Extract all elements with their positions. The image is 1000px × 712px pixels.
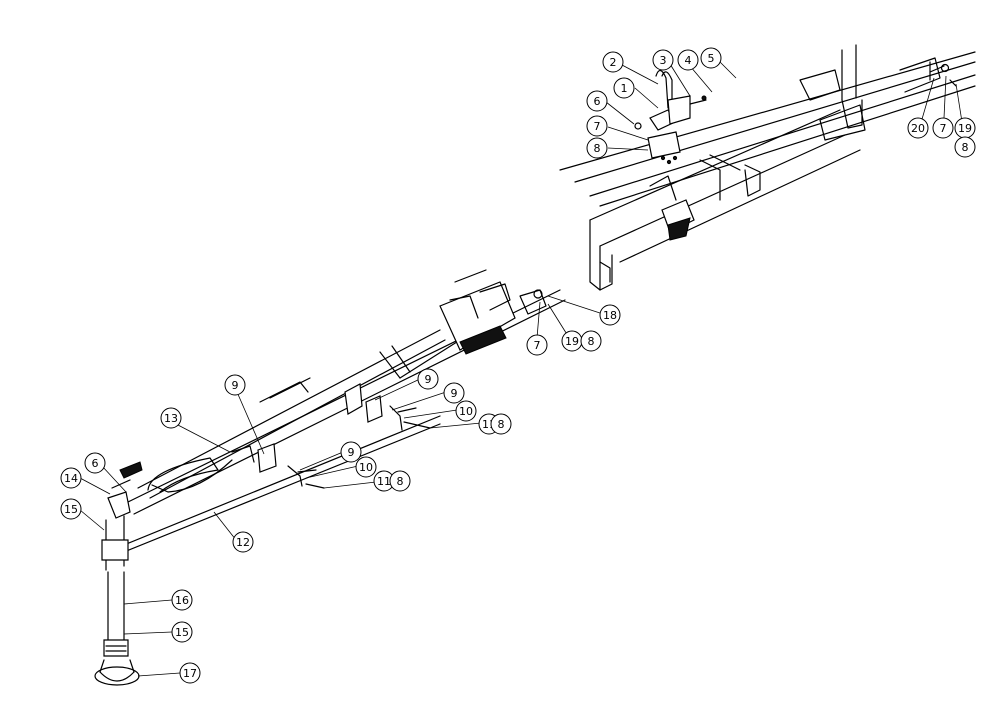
svg-text:19: 19 bbox=[565, 335, 579, 348]
callout-6-left: 6 bbox=[84, 452, 106, 474]
svg-text:9: 9 bbox=[451, 387, 458, 400]
svg-text:11: 11 bbox=[377, 475, 391, 488]
callout-9-b: 9 bbox=[417, 368, 439, 390]
svg-text:16: 16 bbox=[175, 594, 189, 607]
callout-7-mid: 7 bbox=[526, 334, 548, 356]
callout-15-lower: 15 bbox=[171, 621, 193, 643]
callout-20: 20 bbox=[907, 117, 929, 139]
callout-9-c: 9 bbox=[443, 382, 465, 404]
svg-text:4: 4 bbox=[685, 54, 692, 67]
svg-text:13: 13 bbox=[164, 412, 178, 425]
callout-8-mid: 8 bbox=[580, 330, 602, 352]
svg-text:8: 8 bbox=[594, 142, 601, 155]
callout-19-right: 19 bbox=[954, 117, 976, 139]
callout-7-right: 7 bbox=[932, 117, 954, 139]
callout-7-top: 7 bbox=[586, 115, 608, 137]
callout-15-upper: 15 bbox=[60, 498, 82, 520]
callout-1: 1 bbox=[613, 77, 635, 99]
svg-text:7: 7 bbox=[534, 339, 541, 352]
callout-3: 3 bbox=[652, 49, 674, 71]
callout-6-top: 6 bbox=[586, 90, 608, 112]
callouts: 1 2 3 4 5 6 7 8 20 7 19 8 18 7 19 8 9 9 … bbox=[60, 47, 976, 684]
standpipe-assembly bbox=[94, 415, 441, 686]
callout-8-right: 8 bbox=[954, 136, 976, 158]
svg-text:10: 10 bbox=[459, 405, 473, 418]
svg-text:7: 7 bbox=[940, 122, 947, 135]
svg-text:3: 3 bbox=[660, 54, 667, 67]
svg-text:6: 6 bbox=[92, 457, 99, 470]
callout-18: 18 bbox=[599, 304, 621, 326]
svg-text:8: 8 bbox=[588, 335, 595, 348]
callout-17: 17 bbox=[179, 662, 201, 684]
boom-frame-detail bbox=[559, 44, 976, 291]
svg-text:2: 2 bbox=[610, 56, 617, 69]
callout-5: 5 bbox=[700, 47, 722, 69]
svg-text:12: 12 bbox=[236, 536, 250, 549]
svg-text:7: 7 bbox=[594, 120, 601, 133]
svg-text:9: 9 bbox=[232, 379, 239, 392]
callout-4: 4 bbox=[677, 49, 699, 71]
callout-16: 16 bbox=[171, 589, 193, 611]
svg-text:8: 8 bbox=[397, 475, 404, 488]
svg-text:9: 9 bbox=[425, 373, 432, 386]
svg-text:8: 8 bbox=[498, 418, 505, 431]
svg-text:5: 5 bbox=[708, 52, 715, 65]
callout-10-b: 10 bbox=[355, 456, 377, 478]
callout-8-e: 8 bbox=[389, 470, 411, 492]
svg-text:17: 17 bbox=[183, 667, 197, 680]
callout-8-d: 8 bbox=[490, 413, 512, 435]
callout-9-d: 9 bbox=[340, 441, 362, 463]
callout-8-top: 8 bbox=[586, 137, 608, 159]
svg-text:14: 14 bbox=[64, 472, 78, 485]
svg-text:8: 8 bbox=[962, 141, 969, 154]
svg-text:6: 6 bbox=[594, 95, 601, 108]
callout-19-mid: 19 bbox=[561, 330, 583, 352]
svg-text:1: 1 bbox=[621, 82, 628, 95]
svg-text:19: 19 bbox=[958, 122, 972, 135]
svg-text:18: 18 bbox=[603, 309, 617, 322]
callout-2: 2 bbox=[602, 51, 624, 73]
callout-9-a: 9 bbox=[224, 374, 246, 396]
callout-14: 14 bbox=[60, 467, 82, 489]
svg-text:15: 15 bbox=[64, 503, 78, 516]
svg-text:20: 20 bbox=[911, 122, 925, 135]
callout-12: 12 bbox=[232, 531, 254, 553]
svg-text:15: 15 bbox=[175, 626, 189, 639]
callout-13: 13 bbox=[160, 407, 182, 429]
callout-10-a: 10 bbox=[455, 400, 477, 422]
svg-text:10: 10 bbox=[359, 461, 373, 474]
main-boom-arm bbox=[119, 269, 566, 515]
callout-11-b: 11 bbox=[373, 470, 395, 492]
svg-text:9: 9 bbox=[348, 446, 355, 459]
